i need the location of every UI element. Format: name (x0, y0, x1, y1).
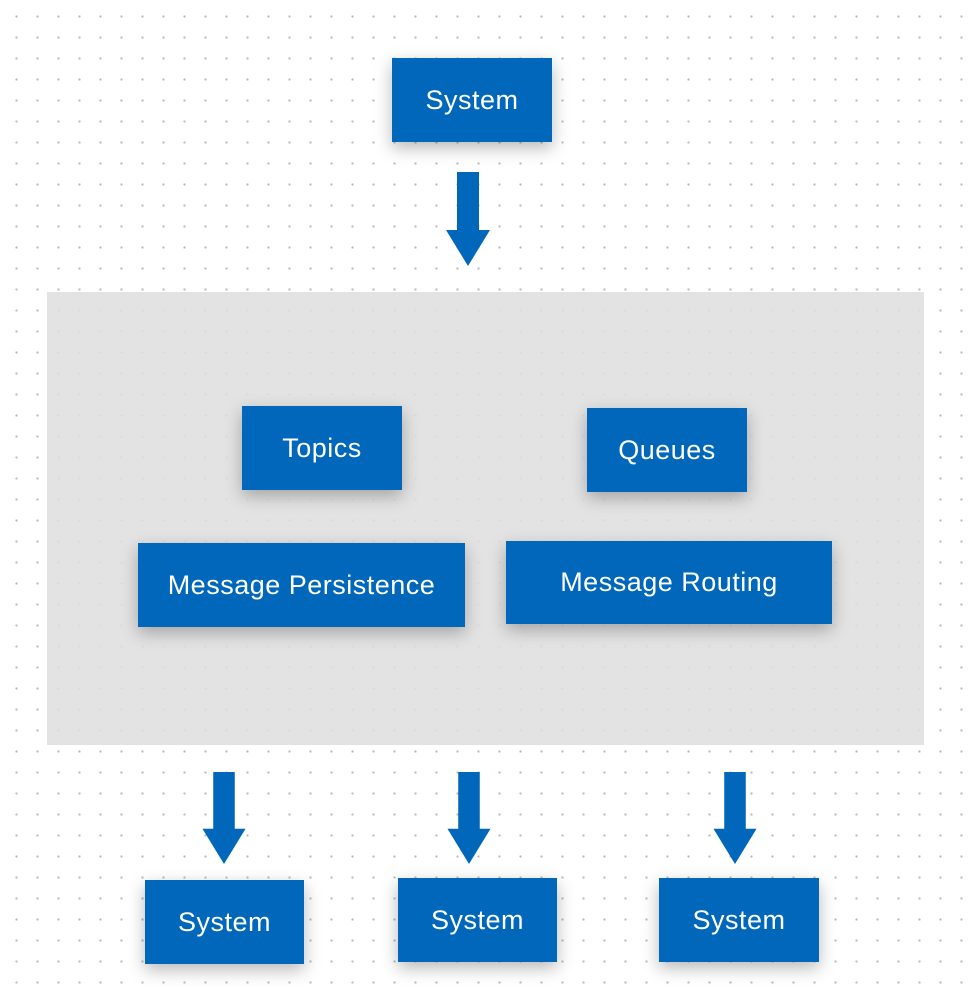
queues-node[interactable]: Queues (587, 408, 747, 492)
message-persistence-node[interactable]: Message Persistence (138, 543, 465, 627)
topics-node[interactable]: Topics (242, 406, 402, 490)
target-system-node-2[interactable]: System (398, 878, 557, 962)
arrow-down-icon (202, 772, 246, 864)
arrow-down-icon (446, 172, 490, 266)
arrow-down-icon (713, 772, 757, 864)
message-routing-node[interactable]: Message Routing (506, 541, 832, 624)
target-system-node-3[interactable]: System (659, 878, 819, 962)
source-system-node[interactable]: System (392, 58, 552, 142)
target-system-node-1[interactable]: System (145, 880, 304, 964)
arrow-down-icon (447, 772, 491, 864)
message-broker-panel (47, 292, 924, 745)
